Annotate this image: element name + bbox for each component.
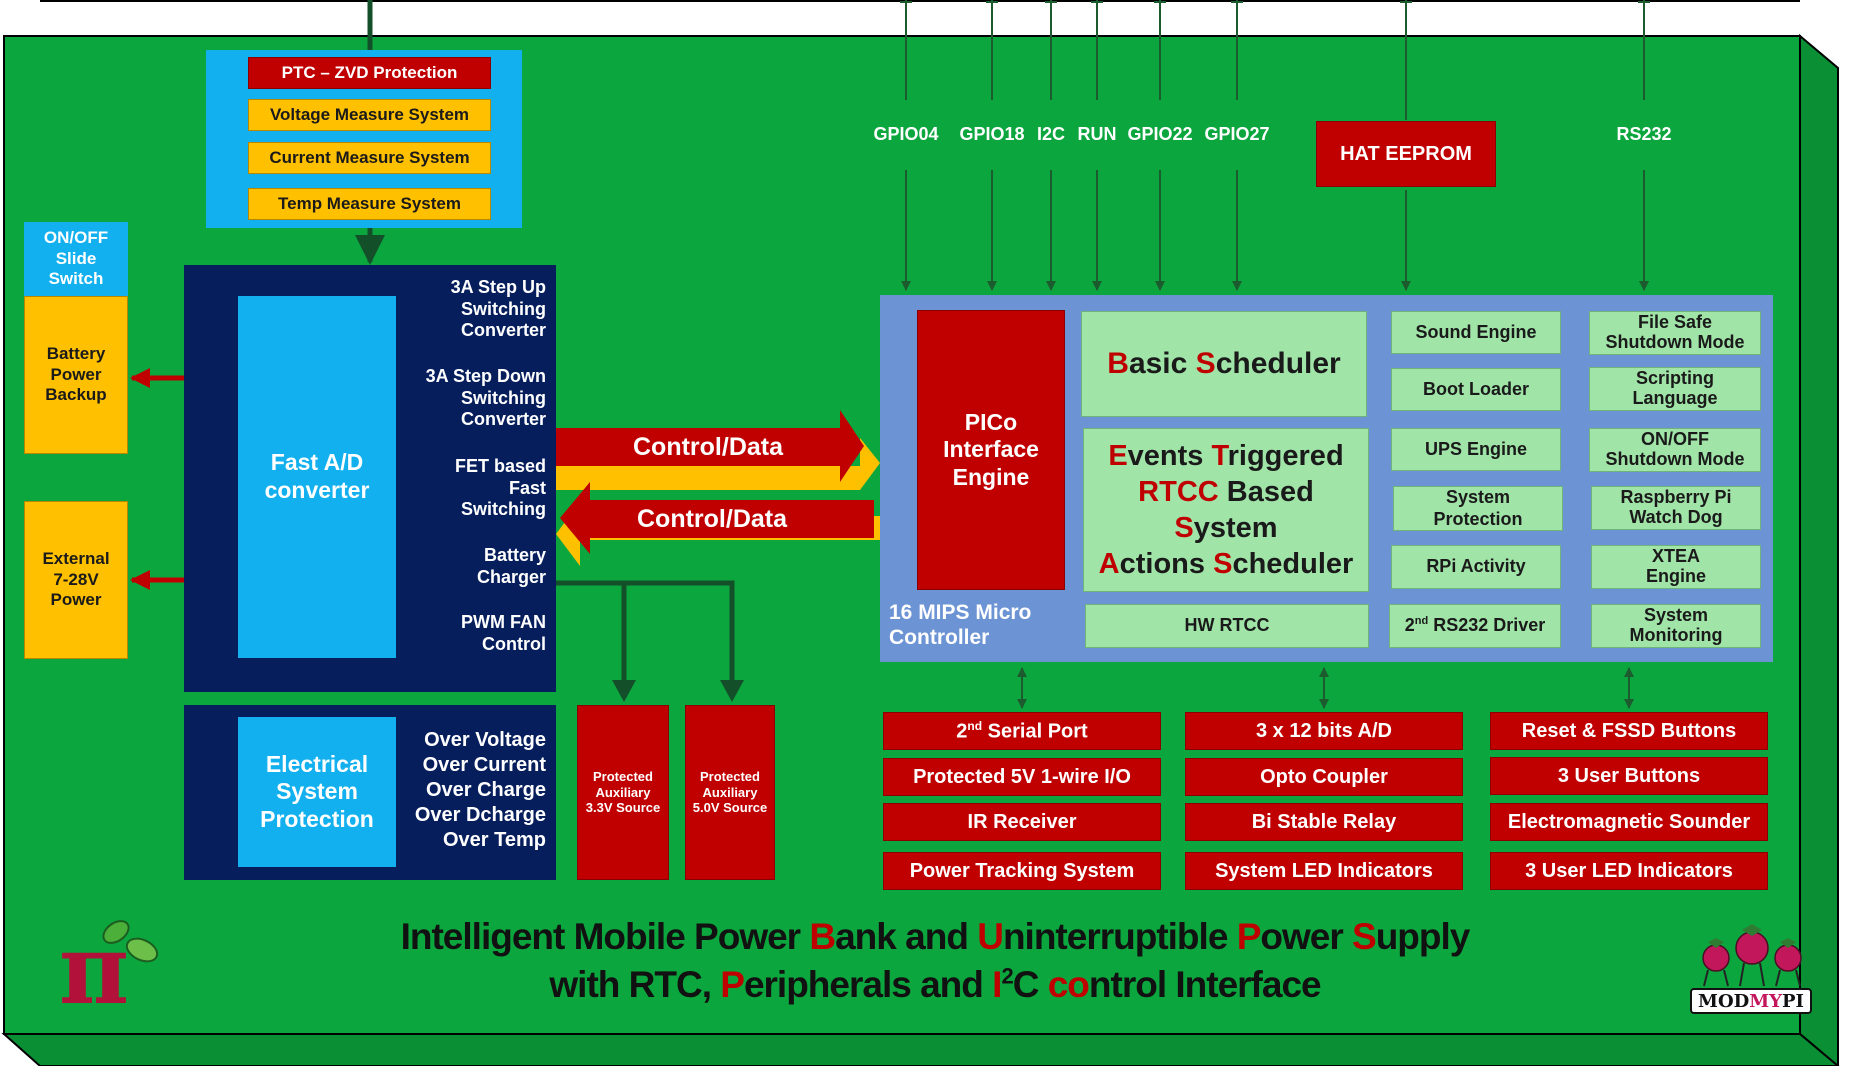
- scripting-language: Scripting Language: [1589, 367, 1761, 411]
- pin-run: RUN: [1077, 124, 1117, 144]
- over-dcharge: Over Dcharge: [414, 804, 546, 826]
- on-off-slide-switch: ON/OFF Slide Switch: [24, 222, 128, 296]
- title-line-2: with RTC, Peripherals and I2C control In…: [260, 964, 1610, 1010]
- peripheral-ad: 3 x 12 bits A/D: [1185, 712, 1463, 750]
- rpi-activity: RPi Activity: [1391, 545, 1561, 589]
- modmypi-brand-mod: MOD: [1698, 990, 1750, 1012]
- serial-port-label: 2nd Serial Port: [956, 719, 1087, 744]
- system-protection: System Protection: [1393, 486, 1563, 531]
- step-down-converter: 3A Step Down Switching Converter: [425, 366, 546, 430]
- pico-interface-engine: PICo Interface Engine: [917, 310, 1065, 590]
- over-temp: Over Temp: [443, 829, 546, 851]
- serial-port-ordinal-suffix: nd: [967, 718, 983, 733]
- title-line-1-text: Intelligent Mobile Power Bank and Uninte…: [400, 916, 1471, 957]
- over-current: Over Current: [422, 754, 546, 776]
- rs232-driver-text: RS232 Driver: [1433, 615, 1546, 636]
- peripheral-opto-coupler: Opto Coupler: [1185, 758, 1463, 796]
- raspberry-pi-watchdog: Raspberry Pi Watch Dog: [1591, 486, 1761, 530]
- pi-symbol: π: [58, 913, 130, 1026]
- serial-port-text: Serial Port: [987, 720, 1088, 743]
- ptc-zvd-protection: PTC – ZVD Protection: [248, 57, 491, 89]
- pin-gpio04: GPIO04: [873, 124, 939, 144]
- peripheral-sounder: Electromagnetic Sounder: [1490, 803, 1768, 841]
- external-power-input: External 7-28V Power: [24, 501, 128, 659]
- aux-5v0-source: Protected Auxiliary 5.0V Source: [685, 705, 775, 880]
- over-voltage: Over Voltage: [424, 729, 546, 751]
- fast-ad-converter: Fast A/D converter: [238, 296, 396, 658]
- current-measure-system: Current Measure System: [248, 142, 491, 174]
- pin-i2c: I2C: [1036, 124, 1065, 144]
- peripheral-user-leds: 3 User LED Indicators: [1490, 852, 1768, 890]
- basic-scheduler: Basic Scheduler: [1081, 311, 1367, 417]
- peripheral-relay: Bi Stable Relay: [1185, 803, 1463, 841]
- pin-gpio22: GPIO22: [1127, 124, 1193, 144]
- peripheral-ir-receiver: IR Receiver: [883, 803, 1161, 841]
- raspberry-icon: [1702, 924, 1802, 987]
- hw-rtcc: HW RTCC: [1085, 604, 1369, 648]
- pin-gpio18: GPIO18: [959, 124, 1025, 144]
- peripheral-1wire-io: Protected 5V 1-wire I/O: [883, 758, 1161, 796]
- pin-rs232: RS232: [1616, 124, 1672, 144]
- boot-loader: Boot Loader: [1391, 368, 1561, 411]
- aux-3v3-source: Protected Auxiliary 3.3V Source: [577, 705, 669, 880]
- pwm-fan-control: PWM FAN Control: [461, 612, 546, 654]
- ups-engine: UPS Engine: [1391, 428, 1561, 471]
- title-line-1: Intelligent Mobile Power Bank and Uninte…: [260, 916, 1610, 962]
- control-data-to-power: Control/Data: [637, 505, 787, 533]
- voltage-measure-system: Voltage Measure System: [248, 99, 491, 131]
- peripheral-serial-port: 2nd Serial Port: [883, 712, 1161, 750]
- protection-list: Over Voltage Over Current Over Charge Ov…: [404, 728, 546, 853]
- pin-gpio27: GPIO27: [1204, 124, 1270, 144]
- rs232-driver-label: 2nd RS232 Driver: [1405, 615, 1546, 637]
- modmypi-brand-my: MY: [1749, 990, 1783, 1012]
- mcu-caption: 16 MIPS Micro Controller: [889, 601, 1032, 650]
- over-charge: Over Charge: [425, 779, 546, 801]
- peripheral-user-buttons: 3 User Buttons: [1490, 757, 1768, 795]
- peripheral-power-tracking: Power Tracking System: [883, 852, 1161, 890]
- fet-fast-switching: FET based Fast Switching: [454, 456, 546, 520]
- basic-scheduler-label: Basic Scheduler: [1107, 347, 1341, 380]
- xtea-engine: XTEA Engine: [1591, 545, 1761, 589]
- pi-logo: π: [44, 910, 164, 1020]
- serial-port-ordinal: 2: [956, 720, 968, 743]
- peripheral-reset-buttons: Reset & FSSD Buttons: [1490, 712, 1768, 750]
- rs232-driver-ordinal-suffix: nd: [1414, 615, 1429, 628]
- temp-measure-system: Temp Measure System: [248, 188, 491, 220]
- hat-eeprom: HAT EEPROM: [1316, 121, 1496, 187]
- control-data-to-mcu: Control/Data: [633, 433, 783, 461]
- battery-charger: Battery Charger: [476, 545, 546, 587]
- electrical-system-protection: Electrical System Protection: [238, 717, 396, 867]
- leaf-icon: [102, 920, 159, 963]
- rs232-driver-ordinal: 2: [1404, 615, 1415, 636]
- peripheral-system-leds: System LED Indicators: [1185, 852, 1463, 890]
- system-monitoring: System Monitoring: [1591, 604, 1761, 648]
- step-up-converter: 3A Step Up Switching Converter: [450, 277, 546, 341]
- title-line-2-text: with RTC, Peripherals and I2C control In…: [549, 964, 1321, 1006]
- rs232-driver: 2nd RS232 Driver: [1389, 604, 1561, 648]
- battery-power-backup: Battery Power Backup: [24, 296, 128, 454]
- file-safe-shutdown: File Safe Shutdown Mode: [1589, 311, 1761, 355]
- on-off-shutdown: ON/OFF Shutdown Mode: [1589, 428, 1761, 472]
- sound-engine: Sound Engine: [1391, 311, 1561, 354]
- modmypi-brand-pi: PI: [1782, 990, 1804, 1012]
